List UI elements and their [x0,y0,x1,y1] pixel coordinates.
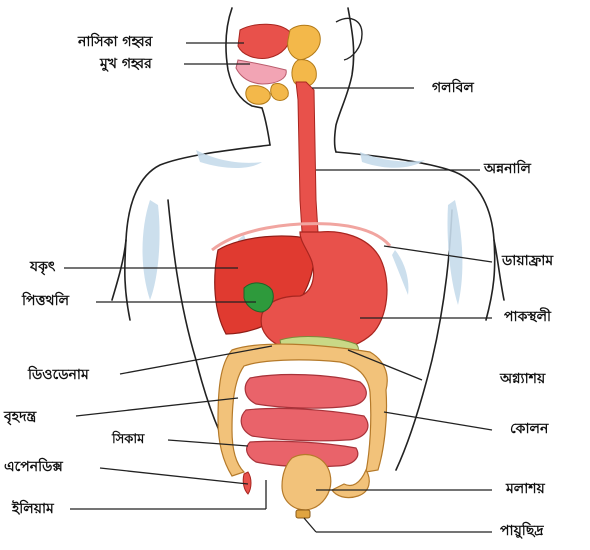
label-appendix: এপেনডিক্স [4,458,63,476]
ear-shape [336,18,362,60]
label-cecum: সিকাম [112,431,144,449]
nasal-cavity-shape [238,24,290,58]
rectum-shape [282,455,331,510]
esophagus-shape [296,82,318,232]
label-anus: পায়ুছিদ্র [500,522,544,540]
label-pharynx: গলবিল [432,79,474,97]
label-ileum: ইলিয়াম [12,500,54,518]
label-diaphragm: ডায়াফ্রাম [502,252,553,270]
small-intestine-shape [241,375,368,467]
anus-shape [296,510,310,518]
label-large-intestine: বৃহদন্ত্র [4,408,36,426]
label-gallbladder: পিত্তথলি [22,292,69,310]
label-nasal-cavity: নাসিকা গহ্বর [78,33,152,51]
label-esophagus: অন্ননালি [484,160,531,178]
label-pancreas: অগ্ন্যাশয় [500,370,545,388]
label-rectum: মলাশয় [506,480,545,498]
label-liver: যকৃৎ [30,258,55,276]
label-duodenum: ডিওডেনাম [28,366,89,384]
label-colon: কোলন [510,420,548,438]
label-stomach: পাকস্থলী [504,308,551,326]
label-oral-cavity: মুখ গহ্বর [100,55,152,73]
